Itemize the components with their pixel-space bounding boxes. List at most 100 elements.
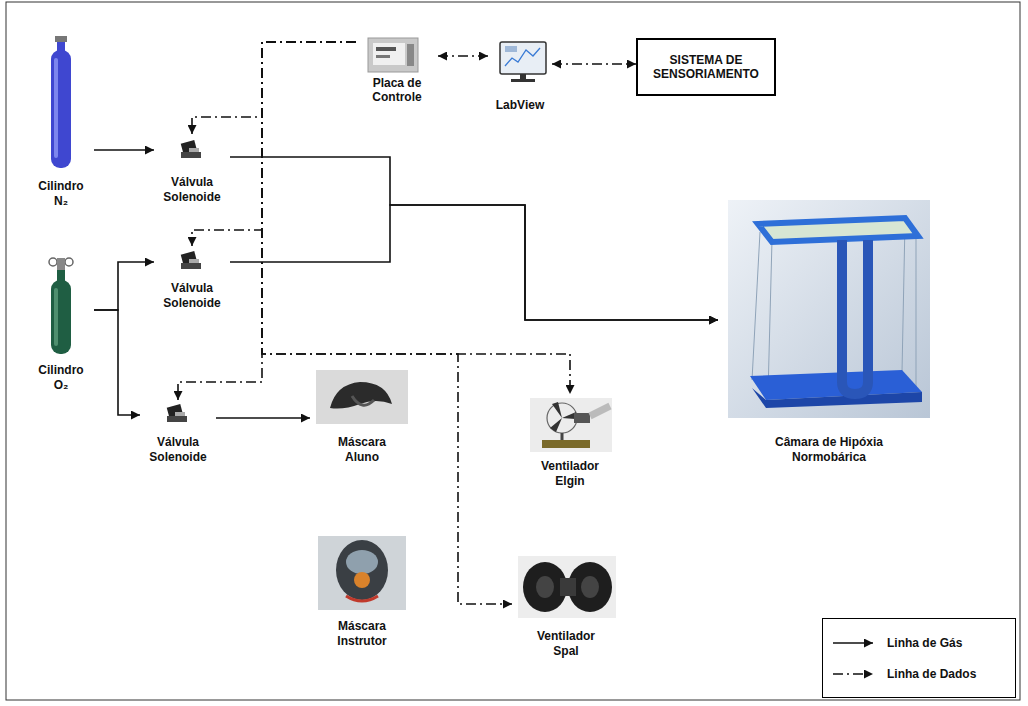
legend-sample — [829, 636, 879, 650]
legend-box: Linha de GásLinha de Dados — [822, 618, 1016, 698]
node-label: Câmara de Hipóxia Normobárica — [759, 435, 899, 464]
node-label: Ventilador Spal — [530, 629, 602, 658]
solenoid-valve-icon — [189, 259, 199, 263]
control-board: Placa de Controle — [356, 34, 438, 105]
node-label: Cilindro N₂ — [32, 179, 90, 208]
hypoxia-chamber-render — [916, 236, 917, 388]
oxygen-cylinder — [65, 258, 73, 266]
spal-fan-photo — [518, 556, 616, 618]
hypoxia-chamber-render — [728, 200, 930, 418]
nitrogen-cylinder — [51, 50, 71, 168]
software-node: LabView — [488, 36, 552, 112]
oxygen-cylinder — [49, 258, 73, 354]
control-board-photo — [407, 44, 414, 66]
node-label: Máscara Instrutor — [327, 619, 397, 648]
instructor-mask-photo — [346, 596, 378, 601]
elgin-fan-photo — [561, 433, 564, 440]
instructor-mask-photo — [336, 540, 388, 600]
solenoid-valve-icon — [167, 416, 187, 422]
hypoxia-chamber-render — [758, 218, 918, 242]
elgin-fan-photo — [530, 398, 612, 452]
instructor-mask-photo — [318, 536, 406, 610]
node-label: Válvula Solenoide — [158, 175, 226, 204]
legend-sample — [829, 667, 879, 681]
solenoid-valve: Válvula Solenoide — [154, 134, 230, 204]
hypoxia-chamber-render — [902, 222, 905, 372]
nitrogen-cylinder — [51, 36, 71, 168]
solenoid-valve: Válvula Solenoide — [140, 400, 216, 464]
oxygen-cylinder — [54, 288, 58, 346]
hypoxia-chamber-render — [768, 240, 772, 394]
data-line — [262, 42, 570, 394]
data-line — [192, 42, 356, 246]
gas-cylinder: Cilindro O₂ — [28, 252, 94, 392]
gas-line — [94, 310, 140, 415]
oxygen-cylinder — [57, 258, 65, 272]
hypoxia-chamber-render — [752, 232, 760, 380]
elgin-fan-photo — [550, 402, 576, 432]
data-line — [438, 55, 488, 57]
computer-monitor-icon — [505, 46, 517, 52]
hypoxia-chamber-render — [752, 388, 922, 408]
control-board-photo — [376, 47, 396, 51]
gas-line — [216, 417, 310, 419]
data-line — [178, 42, 356, 400]
control-board-photo — [368, 38, 418, 72]
gas-cylinder: Cilindro N₂ — [28, 32, 94, 208]
gas-line — [94, 262, 154, 310]
hypoxia-chamber: Câmara de Hipóxia Normobárica — [718, 196, 940, 464]
solenoid-valve-icon — [189, 148, 199, 152]
computer-monitor-icon — [511, 79, 535, 82]
fan: Ventilador Elgin — [522, 394, 618, 488]
elgin-fan-photo — [542, 440, 590, 448]
mask: Máscara Aluno — [310, 366, 414, 464]
instructor-mask-photo — [354, 572, 370, 588]
gas-line — [230, 205, 718, 320]
computer-monitor-icon — [520, 74, 526, 79]
spal-fan-photo — [560, 578, 576, 596]
instructor-mask-photo — [318, 536, 406, 610]
control-board-photo — [376, 55, 390, 58]
solenoid-valve-icon — [181, 140, 201, 158]
legend-row: Linha de Dados — [829, 667, 1009, 681]
nitrogen-cylinder — [55, 36, 67, 42]
spal-fan-photo — [518, 556, 616, 618]
node-label: Ventilador Elgin — [534, 459, 606, 488]
student-mask-photo — [330, 382, 392, 409]
hypoxia-chamber-render — [842, 240, 868, 394]
node-label: Cilindro O₂ — [32, 363, 90, 392]
gas-line-sample — [833, 642, 873, 644]
node-label: Máscara Aluno — [330, 435, 394, 464]
legend-label: Linha de Dados — [887, 667, 976, 681]
process-box: SISTEMA DE SENSORIAMENTO — [636, 38, 776, 96]
node-label: LabView — [496, 98, 544, 112]
student-mask-photo — [352, 396, 374, 405]
spal-fan-photo — [536, 576, 554, 598]
outer-frame — [6, 2, 1020, 700]
student-mask-photo — [316, 370, 408, 424]
solenoid-valve: Válvula Solenoide — [154, 246, 230, 310]
node-label: SISTEMA DE SENSORIAMENTO — [646, 53, 766, 82]
node-label: Placa de Controle — [360, 76, 434, 105]
nitrogen-cylinder — [54, 58, 58, 158]
legend-label: Linha de Gás — [887, 636, 962, 650]
solenoid-valve-icon — [181, 251, 201, 269]
student-mask-photo — [316, 370, 408, 424]
data-line-sample — [833, 673, 873, 675]
data-line — [552, 63, 636, 65]
hypoxia-chamber-render — [728, 200, 930, 418]
elgin-fan-photo — [574, 413, 590, 423]
data-line — [262, 42, 512, 604]
node-label: Válvula Solenoide — [158, 281, 226, 310]
gas-line — [230, 157, 718, 320]
spal-fan-photo — [581, 576, 599, 598]
solenoid-valve-icon — [175, 412, 185, 416]
computer-monitor-icon — [500, 42, 546, 74]
gas-line — [94, 149, 154, 151]
solenoid-valve-icon — [181, 263, 201, 269]
computer-monitor-icon — [500, 42, 546, 82]
node-label: Válvula Solenoide — [144, 435, 212, 464]
mask: Máscara Instrutor — [312, 532, 412, 648]
elgin-fan-photo — [547, 403, 577, 433]
